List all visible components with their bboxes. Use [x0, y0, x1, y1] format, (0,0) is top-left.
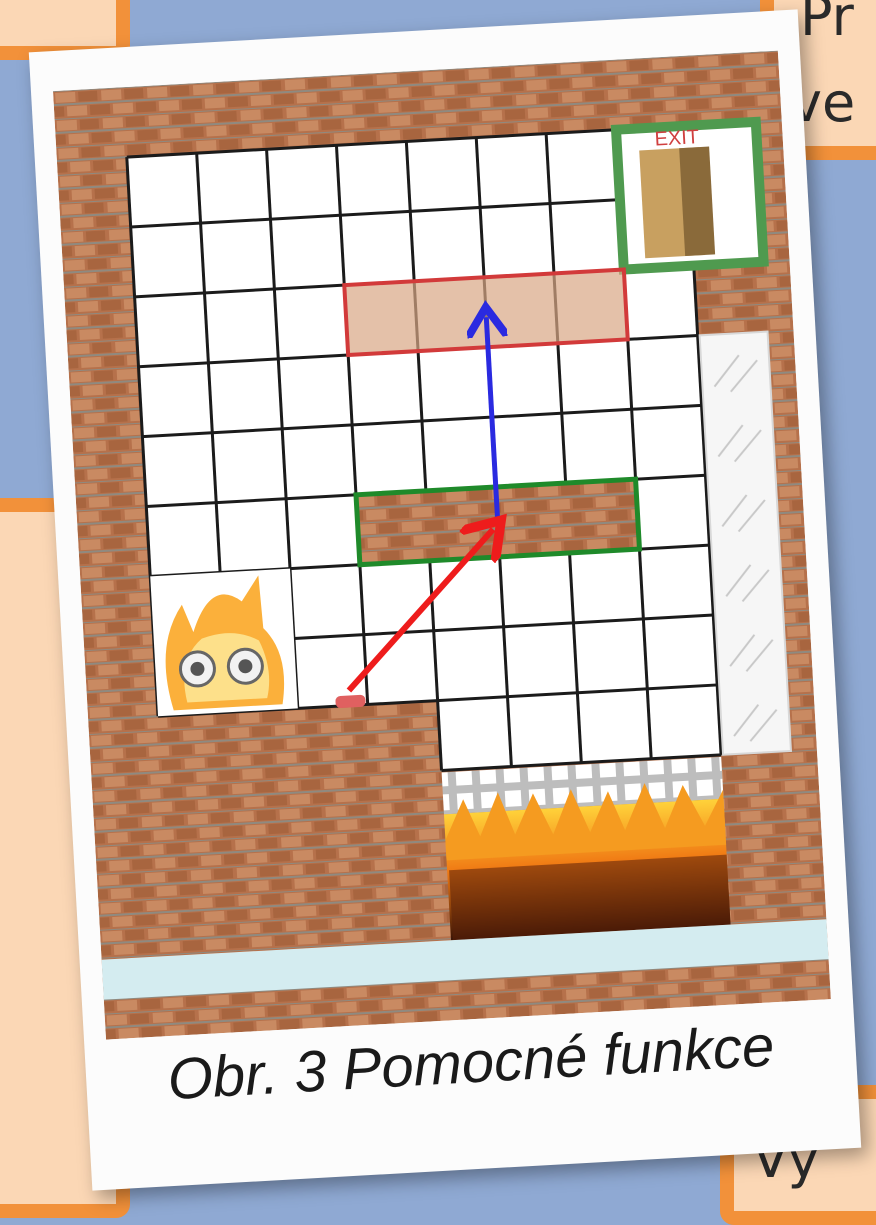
fire-creature-icon: [150, 569, 298, 717]
game-level-scene: EXIT: [53, 51, 831, 1040]
exit-door-icon: EXIT: [616, 122, 764, 270]
red-button-icon: [335, 695, 366, 709]
svg-text:EXIT: EXIT: [654, 126, 700, 150]
top-right-text: Pr: [800, 0, 854, 48]
figure-photo: EXIT Obr. 3 Pomo: [29, 9, 861, 1190]
